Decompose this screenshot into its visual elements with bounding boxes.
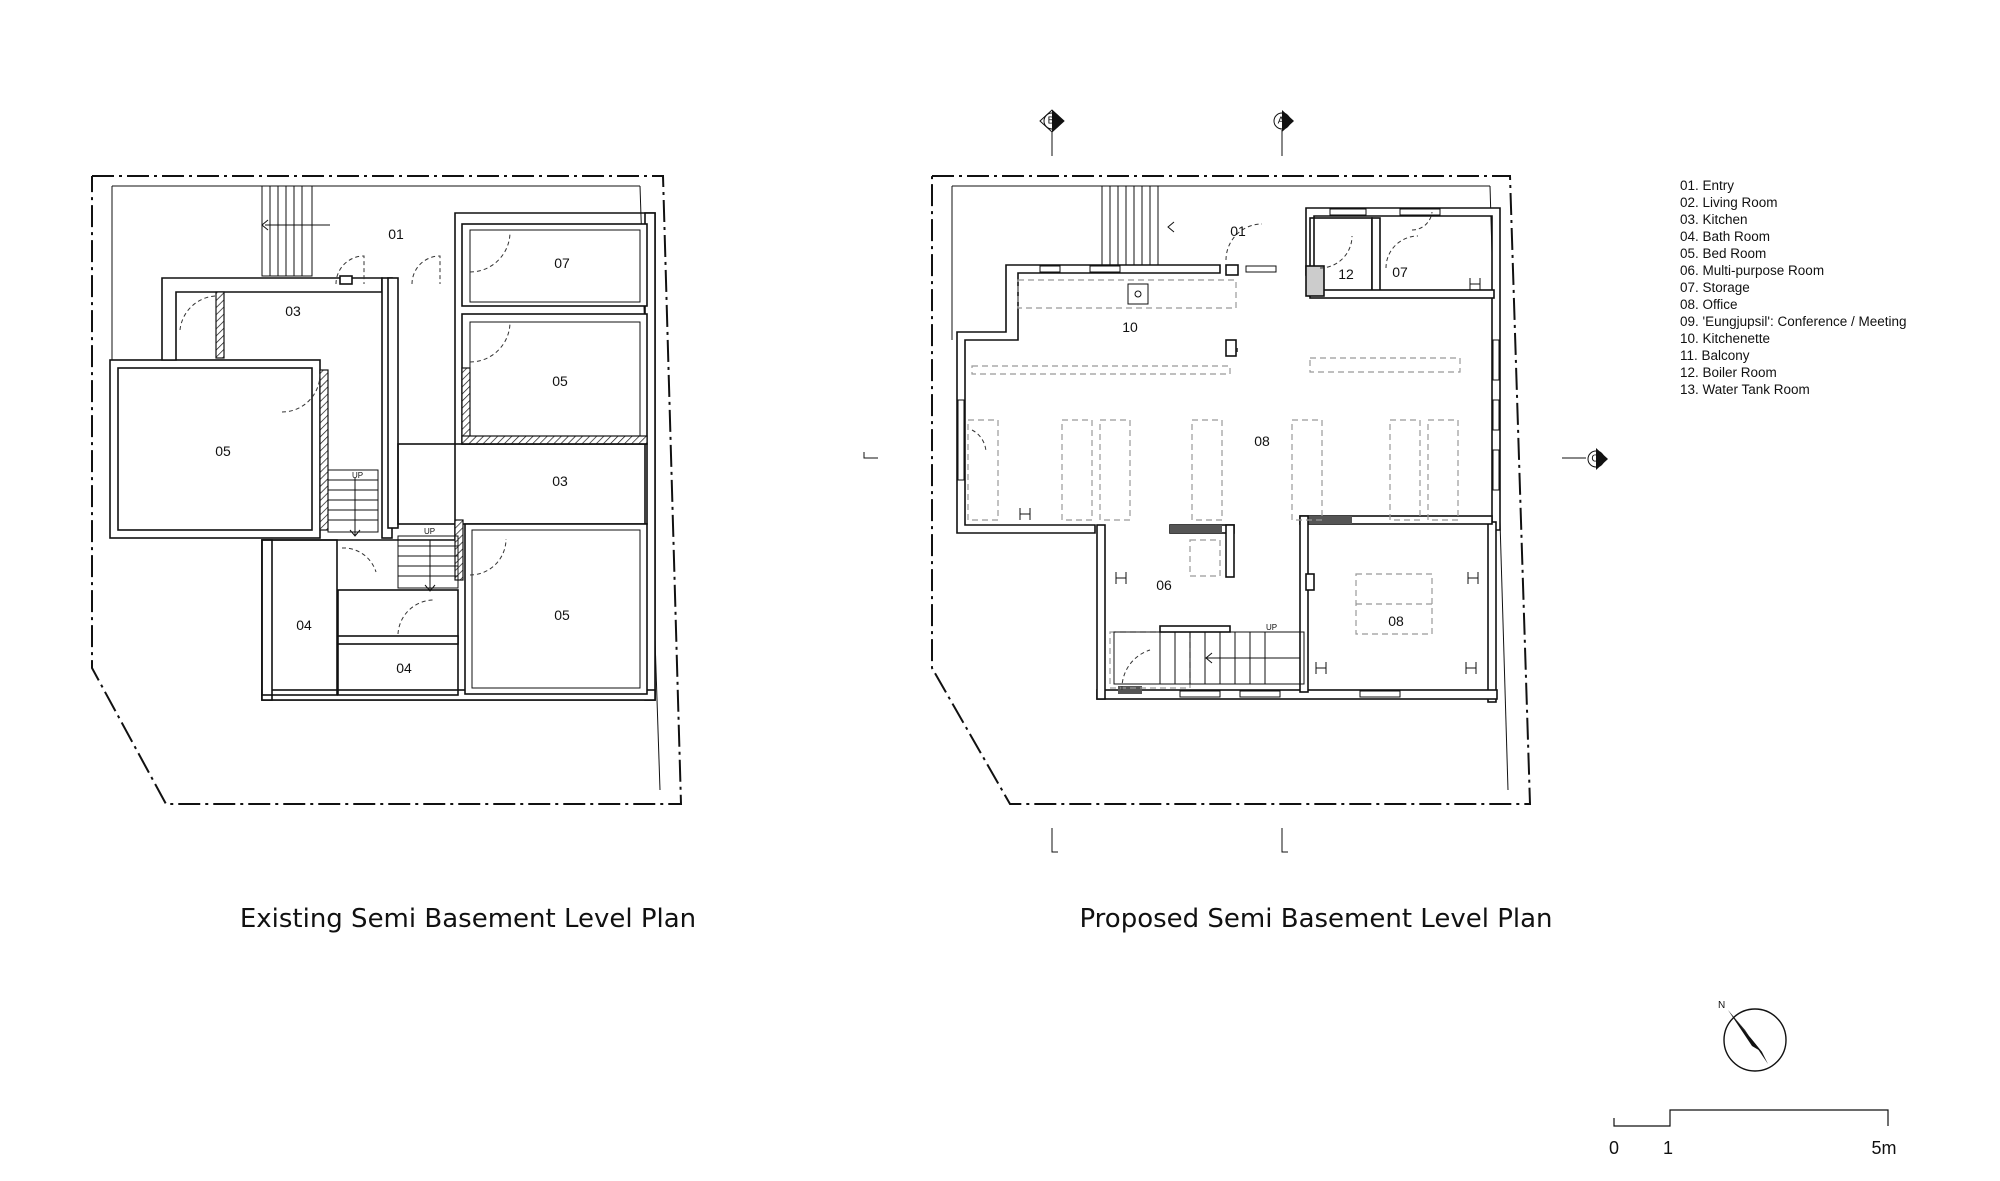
existing-room-label: 03 [285,303,301,319]
svg-text:A: A [1278,116,1285,127]
north-arrow: N [1718,1000,1787,1072]
scale-label-0: 0 [1609,1138,1619,1158]
proposed-plan-title: Proposed Semi Basement Level Plan [1079,904,1552,934]
existing-stair-up-label: UP [352,471,363,480]
existing-doors [179,231,511,635]
legend-item: 10. Kitchenette [1680,331,1770,346]
proposed-internal-stairs [1113,625,1305,685]
room-legend: 01. Entry 02. Living Room 03. Kitchen 04… [1680,178,1907,397]
existing-room-label: 07 [554,255,570,271]
existing-room-label: 03 [552,473,568,489]
proposed-walls [956,207,1501,703]
existing-room-label: 05 [215,443,231,459]
svg-text:B: B [1048,116,1055,127]
proposed-room-label: 12 [1338,266,1354,282]
scale-label-5m: 5m [1871,1138,1896,1158]
legend-item: 13. Water Tank Room [1680,382,1810,397]
proposed-plan: B A C [863,109,1608,934]
existing-site-boundary [91,175,683,805]
legend-item: 01. Entry [1680,178,1734,193]
legend-item: 02. Living Room [1680,195,1778,210]
legend-item: 09. 'Eungjupsil': Conference / Meeting [1680,314,1907,329]
proposed-radiator-marks [1019,278,1481,674]
north-label: N [1718,1000,1725,1011]
section-marker-c: C [1562,448,1608,470]
proposed-entry-stair [1101,185,1175,271]
existing-walls [109,212,656,701]
existing-plan: 01 03 07 05 05 03 04 04 05 UP UP Existin… [91,175,696,934]
existing-room-label: 05 [552,373,568,389]
proposed-furniture [967,279,1461,689]
legend-item: 12. Boiler Room [1680,365,1777,380]
existing-internal-stairs [327,469,459,592]
scale-bar: 0 1 5m [1609,1109,1897,1158]
proposed-room-label: 06 [1156,577,1172,593]
svg-text:C: C [1591,454,1598,465]
legend-item: 07. Storage [1680,280,1750,295]
legend-item: 03. Kitchen [1680,212,1748,227]
section-marker-b: B [1039,109,1065,156]
proposed-site-boundary [931,175,1532,805]
existing-room-label: 04 [396,660,412,676]
proposed-doors [971,211,1433,691]
legend-item: 05. Bed Room [1680,246,1766,261]
scale-label-1: 1 [1663,1138,1673,1158]
proposed-room-label: 10 [1122,319,1138,335]
legend-item: 06. Multi-purpose Room [1680,263,1824,278]
existing-plan-title: Existing Semi Basement Level Plan [240,904,696,934]
proposed-room-label: 08 [1388,613,1404,629]
proposed-room-label: 08 [1254,433,1270,449]
proposed-stair-up-label: UP [1266,623,1277,632]
existing-stair-up-label: UP [424,527,435,536]
existing-room-label: 04 [296,617,312,633]
existing-room-label: 01 [388,226,404,242]
existing-room-label: 05 [554,607,570,623]
section-marker-a: A [1273,110,1294,156]
legend-item: 11. Balcony [1680,348,1750,363]
existing-entry-stair [261,185,330,277]
legend-item: 08. Office [1680,297,1738,312]
proposed-windows [957,208,1500,698]
proposed-room-label: 01 [1230,223,1246,239]
proposed-room-label: 07 [1392,264,1408,280]
legend-item: 04. Bath Room [1680,229,1770,244]
